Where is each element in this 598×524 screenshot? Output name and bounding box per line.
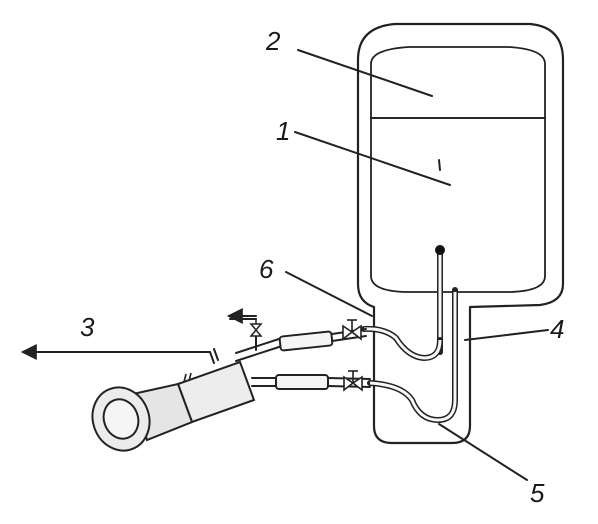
dip-tube-tip xyxy=(435,245,445,255)
leader-6 xyxy=(285,271,373,317)
lower-valve-icon xyxy=(343,370,363,392)
output-arrow xyxy=(20,344,215,364)
upper-line-2 xyxy=(235,345,283,362)
vessel-shell xyxy=(356,22,565,445)
callout-5: 5 xyxy=(530,478,545,508)
u-tube-upper xyxy=(361,325,443,361)
callout-1: 1 xyxy=(276,116,290,146)
lower-line-3 xyxy=(327,377,371,380)
pump-motor xyxy=(91,360,256,452)
callout-2: 2 xyxy=(265,26,281,56)
leader-1-tick xyxy=(438,159,441,171)
leader-2 xyxy=(297,49,433,97)
upper-valve-icon xyxy=(342,319,362,341)
packed-bed xyxy=(370,117,546,293)
leader-1 xyxy=(294,131,451,186)
leader-4 xyxy=(464,329,549,341)
output-arrow-2 xyxy=(213,348,219,361)
callout-6: 6 xyxy=(259,254,274,284)
callout-3: 3 xyxy=(80,312,95,342)
u-tube-upper-inner xyxy=(363,327,442,360)
leader-5 xyxy=(438,423,528,481)
lower-flowmeter xyxy=(275,374,329,390)
callout-4: 4 xyxy=(550,314,564,344)
vent-valve-icon xyxy=(249,318,263,337)
upper-line xyxy=(235,337,283,354)
upper-layer xyxy=(370,46,546,119)
upper-flowmeter xyxy=(278,330,334,352)
outer-tube-inner xyxy=(369,292,457,422)
